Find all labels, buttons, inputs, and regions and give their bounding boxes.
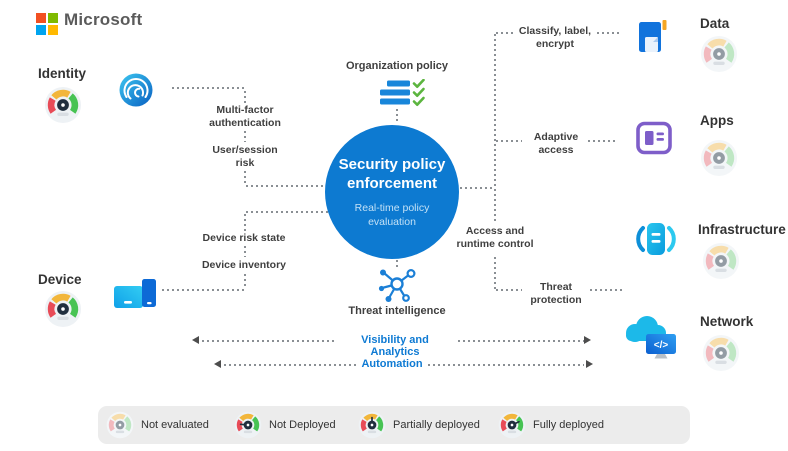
- connector-line: [244, 131, 246, 142]
- logo-square-green: [48, 13, 58, 23]
- not-deployed-gauge-icon: [234, 411, 262, 439]
- microsoft-logo-icon: [36, 13, 58, 35]
- device-risk-state-label: Device risk state: [202, 232, 286, 244]
- legend-item-not-deployed: Not Deployed: [234, 411, 336, 439]
- connector-line: [246, 185, 326, 187]
- connector-line: [244, 214, 246, 231]
- user-session-risk-label: User/session risk: [212, 144, 278, 169]
- microsoft-wordmark: Microsoft: [64, 10, 143, 29]
- adaptive-access-label: Adaptive access: [533, 131, 579, 156]
- legend-label: Partially deployed: [393, 419, 480, 431]
- device-inventory-label: Device inventory: [201, 259, 287, 271]
- logo-square-blue: [36, 25, 46, 35]
- arrow-left-icon: [214, 360, 221, 368]
- connector-line: [396, 260, 398, 268]
- partially-deployed-gauge-icon: [358, 411, 386, 439]
- svg-text:</>: </>: [654, 340, 669, 351]
- data-icon: [638, 19, 668, 60]
- identity-gauge-icon: [44, 86, 82, 124]
- connector-line: [597, 32, 621, 34]
- connector-line: [244, 91, 246, 103]
- organization-policy-label: Organization policy: [345, 60, 449, 72]
- circle-title: Security policy enforcement: [338, 155, 446, 193]
- legend-label: Not evaluated: [141, 419, 209, 431]
- legend: Not evaluated Not Deployed Partially dep…: [98, 406, 690, 444]
- network-icon: </>: [620, 316, 680, 367]
- connector-line: [246, 211, 328, 213]
- network-gauge-icon: [702, 334, 740, 372]
- connector-line: [458, 340, 584, 342]
- connector-line: [494, 257, 496, 290]
- threat-intelligence-icon: [374, 266, 420, 311]
- fingerprint-icon: [118, 72, 154, 113]
- connector-line: [496, 32, 514, 34]
- visibility-analytics-label: Visibility and Analytics: [361, 334, 429, 358]
- infrastructure-label: Infrastructure: [698, 222, 786, 237]
- multi-factor-label: Multi-factor authentication: [209, 104, 281, 129]
- connector-line: [162, 289, 244, 291]
- access-runtime-control-label: Access and runtime control: [456, 225, 534, 250]
- data-label: Data: [700, 16, 730, 31]
- connector-line: [224, 364, 358, 366]
- network-label: Network: [700, 314, 754, 329]
- circle-subtitle: Real-time policy evaluation: [354, 201, 430, 228]
- infrastructure-icon: [634, 219, 678, 264]
- arrow-right-icon: [584, 336, 591, 344]
- connector-line: [588, 140, 618, 142]
- not-evaluated-gauge-icon: [106, 411, 134, 439]
- connector-line: [496, 289, 522, 291]
- connector-line: [590, 289, 624, 291]
- arrow-left-icon: [192, 336, 199, 344]
- connector-line: [496, 140, 522, 142]
- logo-square-yellow: [48, 25, 58, 35]
- data-gauge-icon: [700, 35, 738, 73]
- apps-icon: [636, 120, 672, 161]
- threat-intelligence-label: Threat intelligence: [348, 305, 446, 317]
- connector-line: [460, 187, 494, 189]
- device-label: Device: [38, 272, 82, 287]
- fully-deployed-gauge-icon: [498, 411, 526, 439]
- connector-line: [428, 364, 584, 366]
- device-gauge-icon: [44, 290, 82, 328]
- identity-label: Identity: [38, 66, 87, 81]
- apps-gauge-icon: [700, 139, 738, 177]
- classify-label-encrypt-label: Classify, label, encrypt: [518, 25, 592, 50]
- organization-policy-icon: [376, 78, 432, 112]
- automation-label: Automation: [361, 358, 423, 370]
- legend-label: Not Deployed: [269, 419, 336, 431]
- connector-line: [202, 340, 334, 342]
- connector-line: [244, 246, 246, 257]
- devices-icon: [112, 274, 158, 319]
- arrow-right-icon: [586, 360, 593, 368]
- legend-label: Fully deployed: [533, 419, 604, 431]
- connector-line: [494, 34, 496, 222]
- connector-line: [172, 87, 244, 89]
- legend-item-not-evaluated: Not evaluated: [106, 411, 209, 439]
- connector-line: [396, 109, 398, 124]
- legend-item-fully-deployed: Fully deployed: [498, 411, 604, 439]
- security-policy-enforcement-node: Security policy enforcement Real-time po…: [325, 125, 459, 259]
- connector-line: [244, 274, 246, 289]
- connector-line: [244, 171, 246, 186]
- legend-item-partially-deployed: Partially deployed: [358, 411, 480, 439]
- threat-protection-label: Threat protection: [530, 281, 582, 306]
- apps-label: Apps: [700, 113, 734, 128]
- logo-square-red: [36, 13, 46, 23]
- infrastructure-gauge-icon: [702, 242, 740, 280]
